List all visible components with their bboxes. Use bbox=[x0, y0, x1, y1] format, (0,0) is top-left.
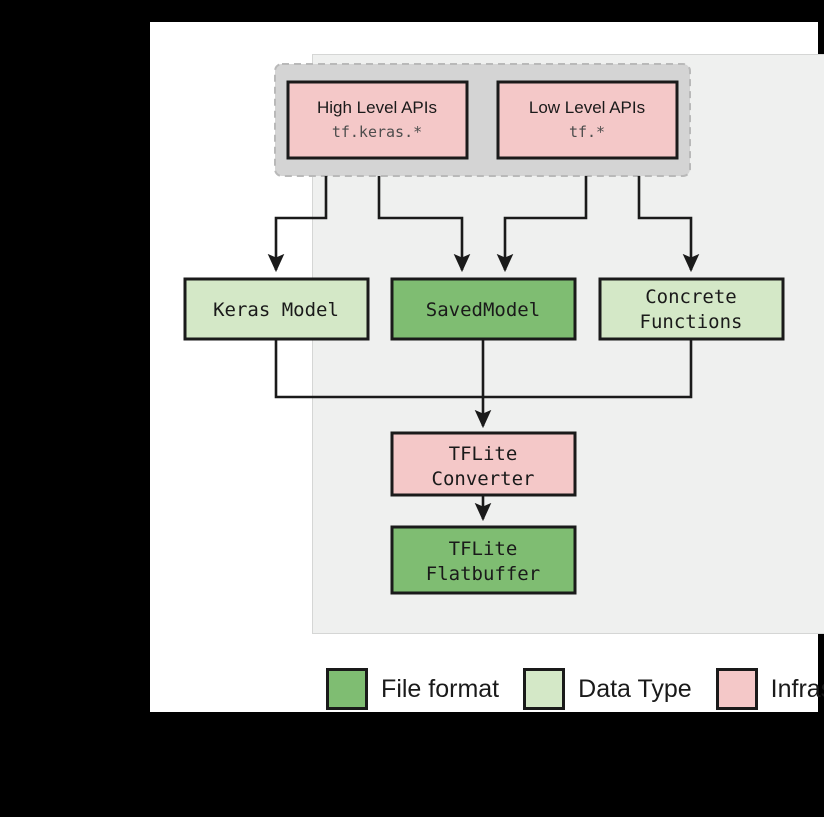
legend-swatch-data-type bbox=[523, 668, 566, 710]
legend-label-data-type: Data Type bbox=[578, 674, 692, 703]
legend: File format Data Type Infrastructure bbox=[300, 658, 824, 720]
legend-item-infrastructure: Infrastructure bbox=[715, 668, 824, 710]
legend-swatch-file-format bbox=[326, 668, 369, 710]
legend-label-file-format: File format bbox=[381, 674, 500, 703]
diagram-page-card: File format Data Type Infrastructure bbox=[150, 22, 824, 712]
legend-item-data-type: Data Type bbox=[523, 668, 716, 710]
diagram-panel bbox=[312, 54, 824, 634]
legend-label-infrastructure: Infrastructure bbox=[770, 674, 824, 703]
legend-swatch-infrastructure bbox=[715, 668, 758, 710]
legend-item-file-format: File format bbox=[326, 668, 523, 710]
